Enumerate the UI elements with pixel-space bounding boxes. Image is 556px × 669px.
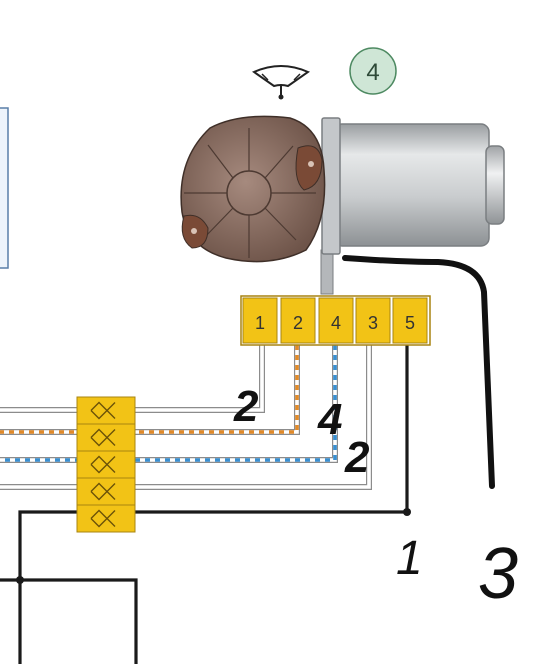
annotation-pin4: 4 [317, 395, 342, 444]
annotation-pin2-top: 2 [233, 382, 259, 431]
connector-pin-label: 4 [331, 313, 341, 333]
terminal-cell [76, 477, 136, 506]
annotation-pin1: 1 [396, 532, 423, 585]
terminal-cell [76, 396, 136, 425]
connector-pin-label: 5 [405, 313, 415, 333]
connector-pin-box [392, 297, 428, 344]
connector-pin-label: 1 [255, 313, 265, 333]
connector-pin-box [280, 297, 316, 344]
terminal-chevron [90, 455, 116, 474]
connector-pin-label: 2 [293, 313, 303, 333]
connector-pin-box [242, 297, 278, 344]
junction-dot [16, 576, 24, 584]
connector-pin-box [355, 297, 391, 344]
terminal-cell [76, 423, 136, 452]
connector-5-pin: 1 2 4 3 5 [240, 295, 431, 346]
terminal-chevron [90, 509, 116, 528]
connector-pin-label: 3 [368, 313, 378, 333]
terminal-cell [76, 504, 136, 533]
terminal-chevron [90, 401, 116, 420]
annotation-label3: 3 [478, 534, 518, 614]
wiper-icon [251, 65, 311, 100]
badge-label: 4 [366, 59, 379, 86]
terminal-cell [76, 450, 136, 479]
handwritten-labels: 2 4 2 1 3 [233, 382, 518, 614]
connector-pin-box [318, 297, 354, 344]
wire-harness [0, 345, 409, 664]
side-panel [0, 107, 9, 269]
motor-icon [180, 115, 505, 295]
handwritten-annotations [342, 255, 495, 489]
terminal-block [76, 396, 136, 533]
junction-dot [403, 508, 411, 516]
component-number-badge: 4 [349, 47, 397, 95]
terminal-chevron [90, 482, 116, 501]
annotation-pin2-lower: 2 [344, 433, 370, 482]
terminal-chevron [90, 428, 116, 447]
